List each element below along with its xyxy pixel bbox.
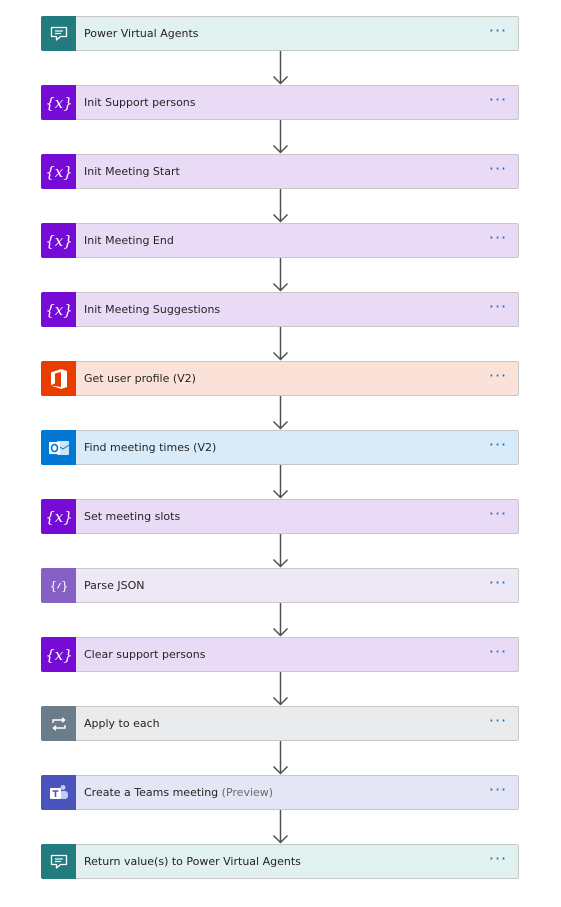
flow-step-title-text: Apply to each: [84, 717, 160, 730]
ellipsis-icon: ···: [488, 710, 508, 730]
more-options-button[interactable]: ···: [483, 640, 513, 670]
flow-step-title-text: Clear support persons: [84, 648, 206, 661]
connector-arrow-icon: [272, 603, 289, 637]
teams-icon: [41, 775, 76, 810]
more-options-button[interactable]: ···: [483, 157, 513, 187]
connector-arrow-icon: [272, 120, 289, 154]
more-options-button[interactable]: ···: [483, 502, 513, 532]
connector-arrow-icon: [272, 51, 289, 85]
flow-step-title-text: Parse JSON: [84, 579, 145, 592]
flow-step-title-text: Power Virtual Agents: [84, 27, 199, 40]
flow-step-title: Find meeting times (V2): [76, 441, 483, 454]
flow-step-title: Clear support persons: [76, 648, 483, 661]
ellipsis-icon: ···: [488, 503, 508, 523]
ellipsis-icon: ···: [488, 89, 508, 109]
connector-arrow-icon: [272, 258, 289, 292]
svg-text:{x}: {x}: [46, 163, 72, 181]
ellipsis-icon: ···: [488, 296, 508, 316]
more-options-button[interactable]: ···: [483, 88, 513, 118]
flow-step-title-text: Init Support persons: [84, 96, 196, 109]
flow-step-card[interactable]: Find meeting times (V2) ···: [41, 430, 519, 465]
more-options-button[interactable]: ···: [483, 295, 513, 325]
ellipsis-icon: ···: [488, 158, 508, 178]
flow-step-title: Power Virtual Agents: [76, 27, 483, 40]
flow-step-card[interactable]: Get user profile (V2) ···: [41, 361, 519, 396]
svg-text:{x}: {x}: [46, 301, 72, 319]
more-options-button[interactable]: ···: [483, 19, 513, 49]
more-options-button[interactable]: ···: [483, 778, 513, 808]
ellipsis-icon: ···: [488, 227, 508, 247]
variable-icon: {x}: [41, 85, 76, 120]
more-options-button[interactable]: ···: [483, 847, 513, 877]
flow-step-title-text: Create a Teams meeting: [84, 786, 219, 799]
flow-step-title: Init Meeting Suggestions: [76, 303, 483, 316]
flow-step-card[interactable]: {x} Init Meeting End ···: [41, 223, 519, 258]
flow-step-title-text: Init Meeting End: [84, 234, 174, 247]
flow-step-card[interactable]: Power Virtual Agents ···: [41, 16, 519, 51]
connector-arrow-icon: [272, 534, 289, 568]
svg-text:{x}: {x}: [46, 232, 72, 250]
flow-step-card[interactable]: {x} Clear support persons ···: [41, 637, 519, 672]
more-options-button[interactable]: ···: [483, 571, 513, 601]
parse-json-icon: { }: [41, 568, 76, 603]
loop-icon: [41, 706, 76, 741]
chat-bot-icon: [41, 16, 76, 51]
flow-step-title: Init Support persons: [76, 96, 483, 109]
ellipsis-icon: ···: [488, 572, 508, 592]
more-options-button[interactable]: ···: [483, 433, 513, 463]
chat-bot-icon: [41, 844, 76, 879]
flow-step-title: Set meeting slots: [76, 510, 483, 523]
flow-step-title: Create a Teams meeting (Preview): [76, 786, 483, 799]
more-options-button[interactable]: ···: [483, 226, 513, 256]
connector-arrow-icon: [272, 465, 289, 499]
svg-text:{x}: {x}: [46, 508, 72, 526]
connector-arrow-icon: [272, 189, 289, 223]
ellipsis-icon: ···: [488, 848, 508, 868]
flow-step-card[interactable]: { } Parse JSON ···: [41, 568, 519, 603]
outlook-icon: [41, 430, 76, 465]
variable-icon: {x}: [41, 223, 76, 258]
ellipsis-icon: ···: [488, 641, 508, 661]
svg-text:{x}: {x}: [46, 94, 72, 112]
connector-arrow-icon: [272, 741, 289, 775]
flow-step-title: Init Meeting Start: [76, 165, 483, 178]
flow-step-title: Apply to each: [76, 717, 483, 730]
flow-step-title-text: Init Meeting Start: [84, 165, 180, 178]
variable-icon: {x}: [41, 292, 76, 327]
flow-step-card[interactable]: Create a Teams meeting (Preview) ···: [41, 775, 519, 810]
flow-step-card[interactable]: {x} Set meeting slots ···: [41, 499, 519, 534]
flow-step-title-suffix: (Preview): [218, 786, 274, 799]
more-options-button[interactable]: ···: [483, 364, 513, 394]
flow-step-card[interactable]: Return value(s) to Power Virtual Agents ·…: [41, 844, 519, 879]
connector-arrow-icon: [272, 810, 289, 844]
ellipsis-icon: ···: [488, 365, 508, 385]
flow-step-card[interactable]: {x} Init Meeting Suggestions ···: [41, 292, 519, 327]
ellipsis-icon: ···: [488, 779, 508, 799]
flow-step-card[interactable]: {x} Init Support persons ···: [41, 85, 519, 120]
variable-icon: {x}: [41, 154, 76, 189]
ellipsis-icon: ···: [488, 434, 508, 454]
variable-icon: {x}: [41, 637, 76, 672]
office365-icon: [41, 361, 76, 396]
flow-step-title: Return value(s) to Power Virtual Agents: [76, 855, 483, 868]
flow-step-title-text: Find meeting times (V2): [84, 441, 217, 454]
flow-step-title: Parse JSON: [76, 579, 483, 592]
ellipsis-icon: ···: [488, 20, 508, 40]
flow-step-title: Get user profile (V2): [76, 372, 483, 385]
connector-arrow-icon: [272, 396, 289, 430]
svg-text:{x}: {x}: [46, 646, 72, 664]
flow-step-card[interactable]: {x} Init Meeting Start ···: [41, 154, 519, 189]
flow-step-title-text: Get user profile (V2): [84, 372, 196, 385]
flow-step-card[interactable]: Apply to each ···: [41, 706, 519, 741]
connector-arrow-icon: [272, 672, 289, 706]
flow-step-title-text: Return value(s) to Power Virtual Agents: [84, 855, 301, 868]
flow-step-title-text: Init Meeting Suggestions: [84, 303, 221, 316]
flow-step-title-text: Set meeting slots: [84, 510, 181, 523]
variable-icon: {x}: [41, 499, 76, 534]
connector-arrow-icon: [272, 327, 289, 361]
more-options-button[interactable]: ···: [483, 709, 513, 739]
flow-step-title: Init Meeting End: [76, 234, 483, 247]
